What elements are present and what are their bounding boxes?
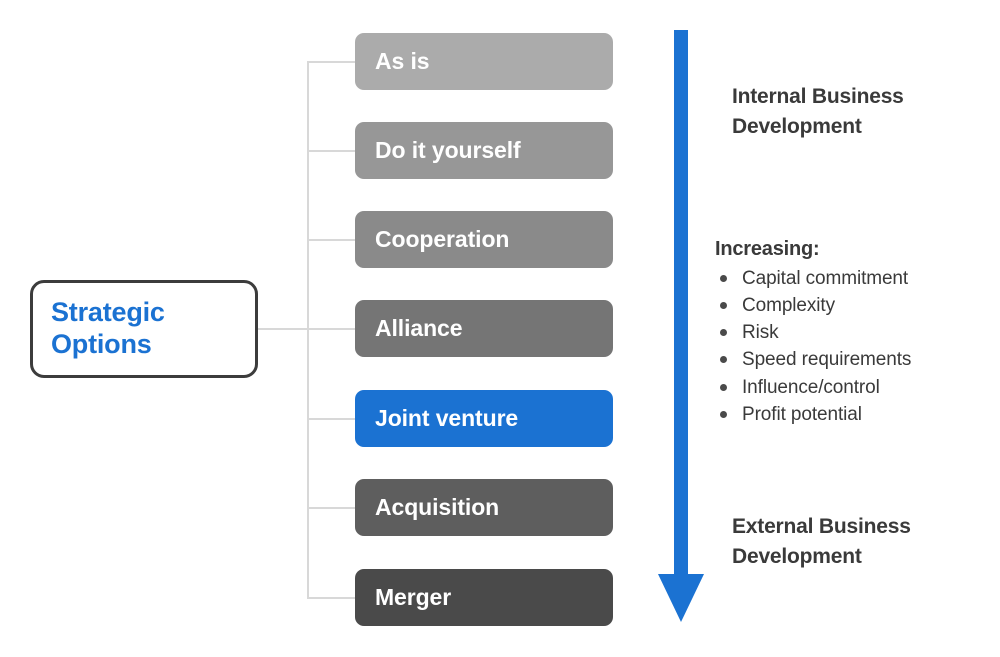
- bullet-icon: [720, 356, 727, 364]
- increasing-arrow: [647, 30, 715, 628]
- list-item: Speed requirements: [715, 346, 990, 373]
- list-item: Complexity: [715, 292, 990, 319]
- list-item-label: Complexity: [742, 295, 835, 317]
- connector-branch-2: [307, 150, 355, 152]
- root-title-line-2: Options: [51, 329, 152, 359]
- increasing-title: Increasing:: [715, 238, 820, 260]
- internal-label-line-2: Development: [732, 115, 862, 139]
- bullet-icon: [720, 383, 727, 391]
- list-item-label: Capital commitment: [742, 268, 909, 289]
- bullet-icon: [720, 329, 727, 337]
- list-item-label: Profit potential: [742, 403, 862, 425]
- bullet-icon: [720, 302, 727, 310]
- strategic-options-node[interactable]: Strategic Options: [30, 280, 258, 378]
- increasing-list: Capital commitment Complexity Risk Speed…: [715, 265, 990, 428]
- option-label: Merger: [375, 584, 452, 610]
- list-item: Capital commitment: [715, 265, 990, 292]
- option-label: Alliance: [375, 315, 463, 341]
- list-item-label: Risk: [742, 322, 779, 344]
- increasing-factors-block: Increasing: Capital commitment Complexit…: [715, 238, 990, 428]
- list-item: Risk: [715, 319, 990, 346]
- bullet-icon: [720, 275, 727, 282]
- option-label: Cooperation: [375, 226, 510, 252]
- option-label: As is: [375, 48, 430, 74]
- list-item-label: Influence/control: [742, 376, 880, 398]
- option-label: Joint venture: [375, 405, 519, 431]
- root-title-line-1: Strategic: [51, 297, 165, 328]
- option-box-as-is[interactable]: As is: [355, 33, 613, 90]
- external-label-line-2: Development: [732, 545, 862, 569]
- connector-branch-7: [307, 597, 355, 599]
- external-business-development-label: External Business Development: [732, 512, 982, 572]
- list-item-label: Speed requirements: [742, 349, 912, 371]
- connector-branch-5: [307, 418, 355, 420]
- external-label-line-1: External Business: [732, 515, 911, 538]
- list-item: Influence/control: [715, 374, 990, 401]
- option-box-joint-venture[interactable]: Joint venture: [355, 390, 613, 447]
- option-box-do-it-yourself[interactable]: Do it yourself: [355, 122, 613, 179]
- option-label: Acquisition: [375, 494, 500, 520]
- option-box-acquisition[interactable]: Acquisition: [355, 479, 613, 536]
- bullet-icon: [720, 410, 727, 418]
- internal-label-line-1: Internal Business: [732, 85, 904, 108]
- option-label: Do it yourself: [375, 137, 521, 163]
- connector-root-stem: [258, 328, 308, 330]
- arrow-down-icon: [658, 30, 704, 622]
- connector-branch-4: [307, 328, 355, 330]
- option-box-cooperation[interactable]: Cooperation: [355, 211, 613, 268]
- list-item: Profit potential: [715, 401, 990, 428]
- connector-branch-6: [307, 507, 355, 509]
- option-box-alliance[interactable]: Alliance: [355, 300, 613, 357]
- option-box-merger[interactable]: Merger: [355, 569, 613, 626]
- connector-branch-3: [307, 239, 355, 241]
- connector-branch-1: [307, 61, 355, 63]
- internal-business-development-label: Internal Business Development: [732, 82, 982, 142]
